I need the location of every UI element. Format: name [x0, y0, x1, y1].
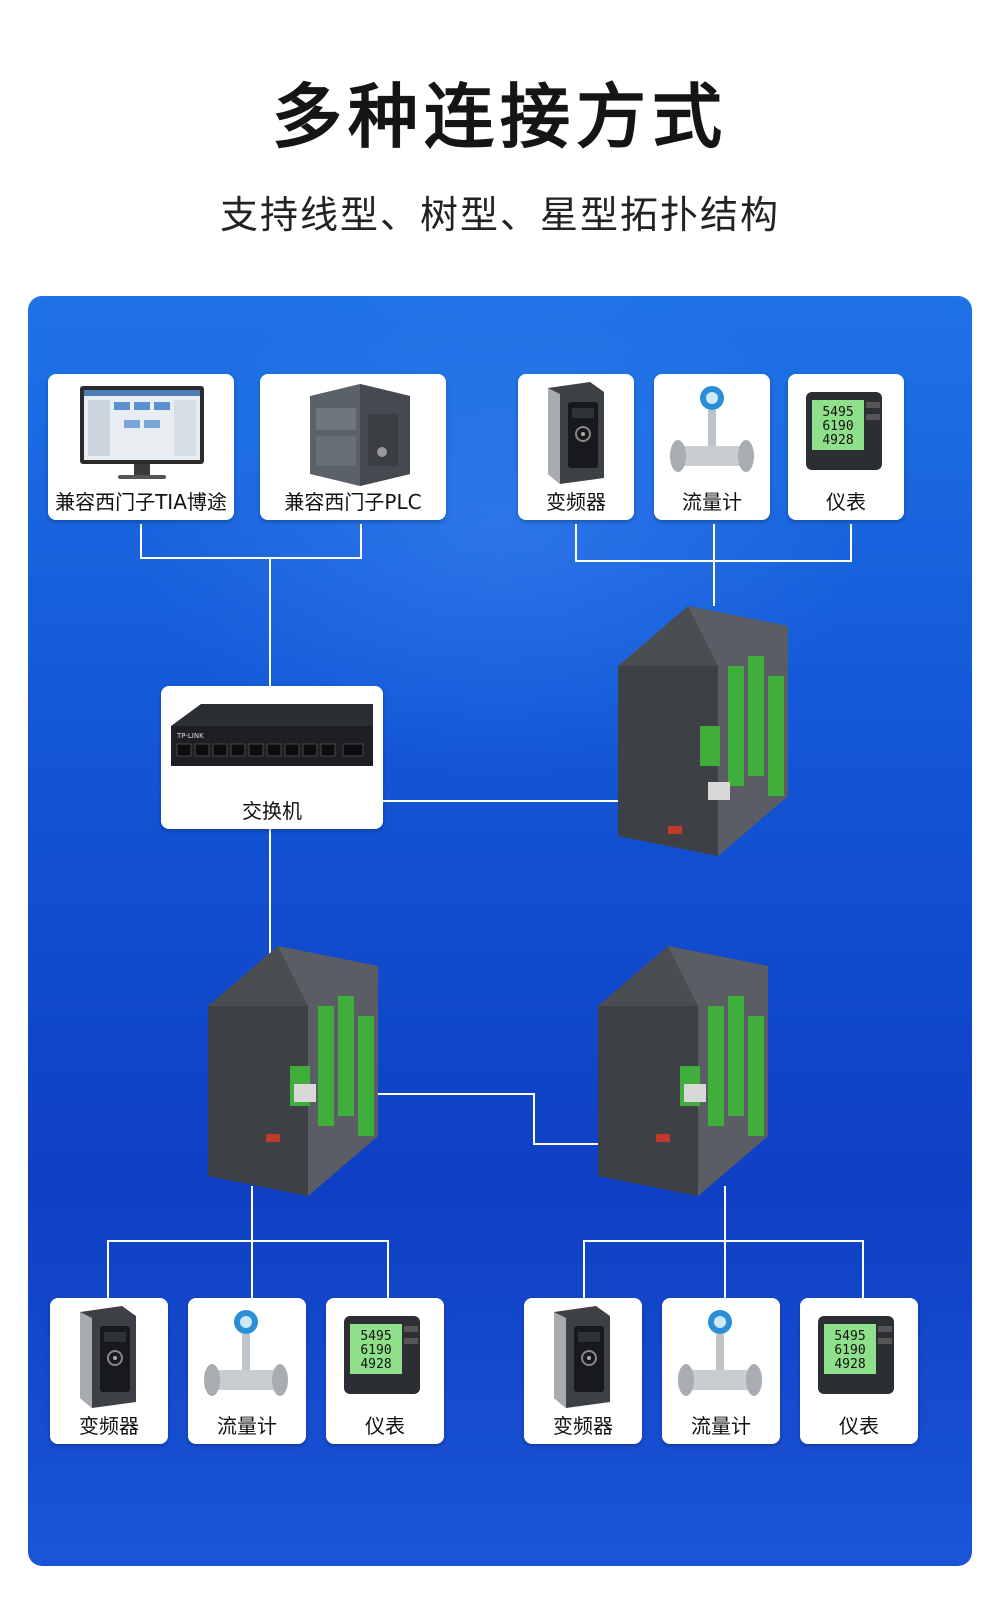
io-module-right [598, 946, 768, 1196]
meter-icon: 5495 6190 4928 [344, 1316, 420, 1394]
page-subtitle: 支持线型、树型、星型拓扑结构 [219, 193, 780, 237]
meter-reading: 6190 [834, 1343, 865, 1358]
card-flowmeter: 流量计 [662, 1298, 780, 1444]
inverter-icon [554, 1306, 610, 1408]
card-label: 变频器 [79, 1414, 139, 1438]
card-inverter: 变频器 [518, 374, 634, 520]
card-label: 兼容西门子TIA博途 [55, 490, 227, 514]
inverter-icon [548, 382, 604, 484]
card-tia-software: 兼容西门子TIA博途 [48, 374, 234, 520]
card-label: 仪表 [839, 1414, 879, 1438]
inverter-icon [80, 1306, 136, 1408]
meter-icon: 5495 6190 4928 [806, 392, 882, 470]
card-label: 交换机 [242, 799, 302, 823]
monitor-icon [80, 386, 204, 479]
connection-lines [107, 524, 864, 1298]
switch-icon: TP-LINK [171, 704, 373, 766]
flowmeter-icon [678, 1310, 762, 1396]
card-switch: TP-LINK 交换机 [161, 686, 383, 829]
card-label: 流量计 [691, 1414, 751, 1438]
meter-reading: 6190 [822, 419, 853, 434]
meter-reading: 4928 [834, 1357, 865, 1372]
card-label: 流量计 [217, 1414, 277, 1438]
card-inverter: 变频器 [50, 1298, 168, 1444]
page-title: 多种连接方式 [272, 76, 728, 158]
card-meter: 5495 6190 4928 仪表 [788, 374, 904, 520]
card-flowmeter: 流量计 [188, 1298, 306, 1444]
card-label: 变频器 [546, 490, 606, 514]
io-module-left [208, 946, 378, 1196]
meter-reading: 5495 [360, 1329, 391, 1344]
meter-reading: 5495 [822, 405, 853, 420]
meter-reading: 4928 [360, 1357, 391, 1372]
diagram-panel: 兼容西门子TIA博途 兼容西门子PLC 变频器 [28, 296, 972, 1566]
switch-brand: TP-LINK [176, 732, 204, 740]
card-label: 流量计 [682, 490, 742, 514]
card-label: 仪表 [826, 490, 866, 514]
meter-icon: 5495 6190 4928 [818, 1316, 894, 1394]
card-label: 兼容西门子PLC [284, 490, 422, 514]
meter-reading: 6190 [360, 1343, 391, 1358]
meter-reading: 5495 [834, 1329, 865, 1344]
card-label: 仪表 [365, 1414, 405, 1438]
flowmeter-icon [670, 386, 754, 472]
card-meter: 5495 6190 4928 仪表 [326, 1298, 444, 1444]
io-module-top [618, 606, 788, 856]
plc-icon [310, 384, 410, 486]
card-meter: 5495 6190 4928 仪表 [800, 1298, 918, 1444]
flowmeter-icon [204, 1310, 288, 1396]
card-inverter: 变频器 [524, 1298, 642, 1444]
meter-reading: 4928 [822, 433, 853, 448]
card-label: 变频器 [553, 1414, 613, 1438]
card-siemens-plc: 兼容西门子PLC [260, 374, 446, 520]
card-flowmeter: 流量计 [654, 374, 770, 520]
